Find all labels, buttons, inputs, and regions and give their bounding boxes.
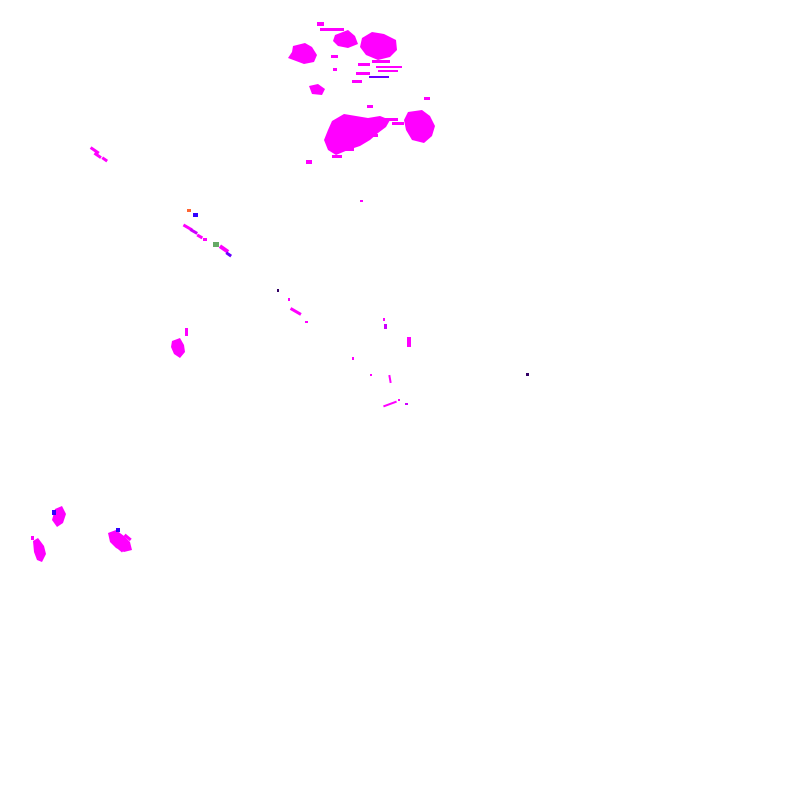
patch-southwest (31, 506, 132, 562)
patch-diagonal-line (182, 200, 363, 258)
patch-center-left (171, 328, 411, 358)
patch-west-streaks (89, 146, 109, 163)
patch-cluster-north (288, 22, 435, 164)
patch-center-sparse (277, 289, 529, 408)
